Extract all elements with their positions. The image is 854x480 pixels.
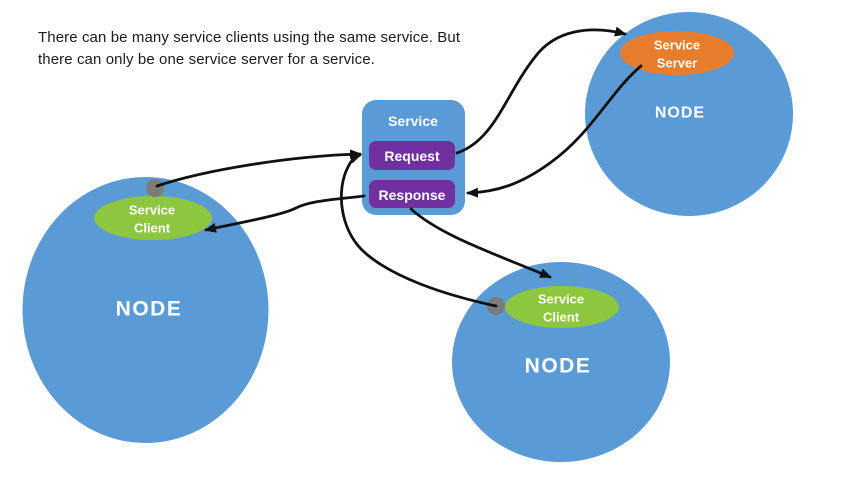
node-top-right-label: NODE (655, 105, 705, 122)
response-label: Response (379, 187, 446, 203)
service-client-oval-left (94, 196, 212, 240)
node-left-circle (22, 177, 269, 443)
service-server-oval (620, 31, 734, 75)
caption-line-1: There can be many service clients using … (38, 29, 461, 46)
bottom-client-label-line2: Client (543, 310, 580, 325)
left-client-label-line2: Client (134, 221, 171, 236)
caption-line-2: there can only be one service server for… (38, 51, 375, 68)
response-box (369, 180, 455, 208)
arrow-request-to-server (455, 26, 627, 155)
service-box-title: Service (388, 113, 438, 129)
arrow-server-to-response (466, 64, 643, 198)
node-left-label: NODE (116, 298, 183, 321)
arrow-response-to-left-client (204, 194, 366, 233)
left-client-label-line1: Service (129, 203, 175, 218)
bottom-client-label-line1: Service (538, 292, 584, 307)
arrow-left-client-to-request (155, 149, 362, 188)
server-label-line2: Server (657, 56, 697, 71)
server-label-line1: Service (654, 38, 700, 53)
request-label: Request (384, 148, 440, 164)
request-box (369, 141, 455, 170)
arrow-bottom-client-to-request (340, 153, 498, 308)
connection-dot-left (146, 179, 164, 197)
node-bottom-label: NODE (525, 355, 592, 378)
service-client-oval-bottom (505, 286, 619, 328)
arrow-response-to-bottom-client (409, 207, 552, 279)
caption: There can be many service clients using … (38, 27, 460, 71)
